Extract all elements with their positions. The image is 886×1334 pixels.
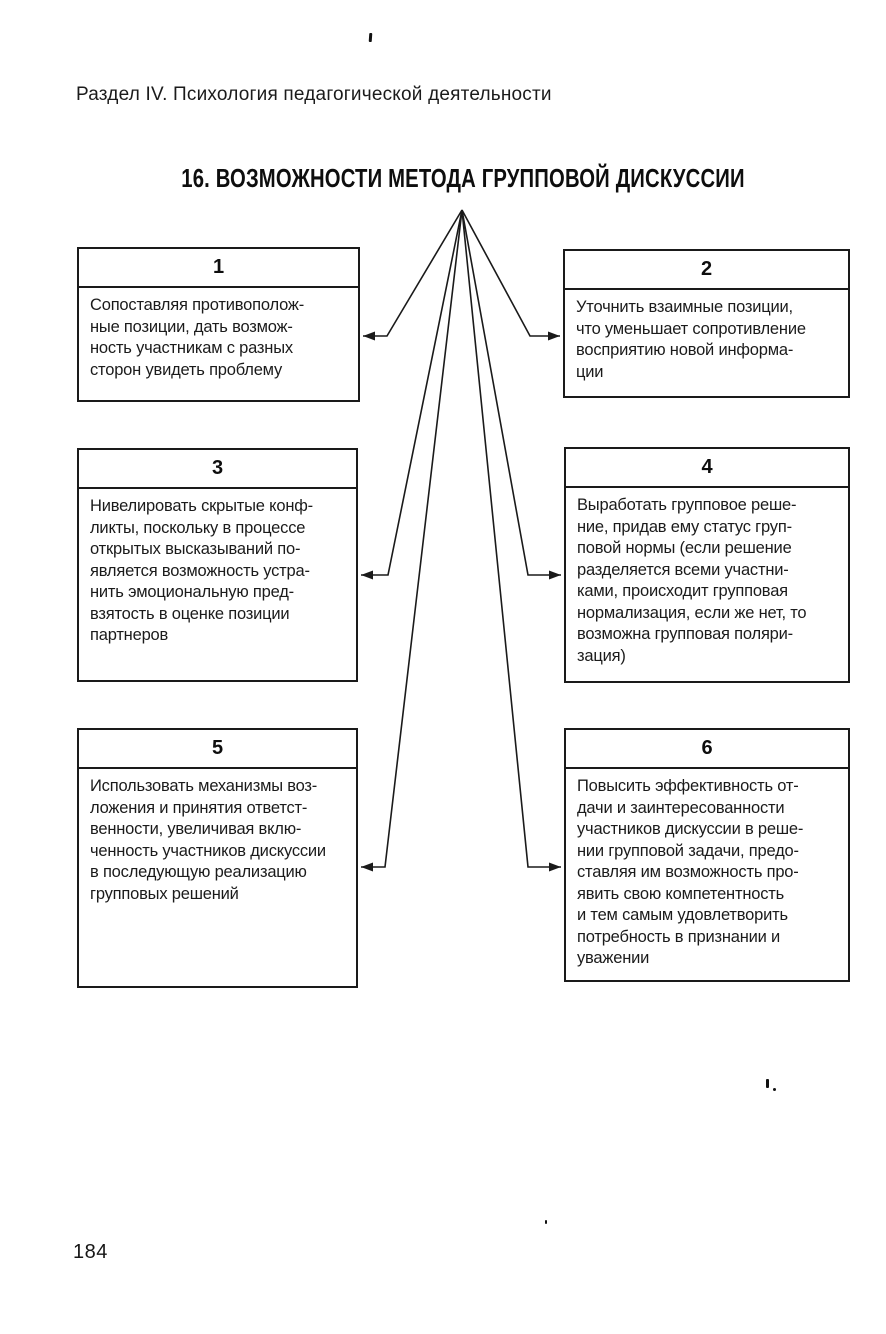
diagram-box-1: 1 Сопоставляя противополож- ные позиции,… [77, 247, 360, 402]
box-text: Уточнить взаимные позиции, что уменьшает… [576, 298, 806, 381]
box-text: Сопоставляя противополож- ные позиции, д… [90, 296, 305, 379]
arrow-to-box-3 [361, 209, 463, 580]
arrow-to-box-6 [461, 209, 561, 872]
arrow-to-box-2 [461, 209, 560, 341]
box-number: 3 [79, 450, 356, 489]
box-text: Использовать механизмы воз- ложения и пр… [90, 777, 326, 903]
diagram-box-5: 5 Использовать механизмы воз- ложения и … [77, 728, 358, 988]
diagram-box-6: 6 Повысить эффективность от- дачи и заин… [564, 728, 850, 982]
box-text: Нивелировать скрытые конф- ликты, поскол… [90, 497, 313, 644]
box-number: 4 [566, 449, 848, 488]
box-number: 5 [79, 730, 356, 769]
arrow-to-box-5 [361, 209, 463, 872]
scan-artifact [773, 1088, 776, 1091]
page-number: 184 [73, 1241, 108, 1263]
section-header: Раздел IV. Психология педагогической дея… [76, 84, 552, 105]
diagram-box-2: 2 Уточнить взаимные позиции, что уменьша… [563, 249, 850, 398]
diagram-title: 16. ВОЗМОЖНОСТИ МЕТОДА ГРУППОВОЙ ДИСКУСС… [181, 163, 745, 193]
diagram-box-3: 3 Нивелировать скрытые конф- ликты, поск… [77, 448, 358, 682]
box-number: 1 [79, 249, 358, 288]
scan-artifact [368, 32, 373, 43]
box-text: Повысить эффективность от- дачи и заинте… [577, 777, 804, 967]
box-text: Выработать групповое реше- ние, придав е… [577, 496, 807, 665]
scan-artifact [766, 1079, 769, 1088]
box-number: 2 [565, 251, 848, 290]
box-number: 6 [566, 730, 848, 769]
scan-artifact [545, 1220, 547, 1224]
arrow-to-box-1 [363, 209, 463, 341]
diagram-box-4: 4 Выработать групповое реше- ние, придав… [564, 447, 850, 683]
arrow-to-box-4 [461, 209, 561, 580]
